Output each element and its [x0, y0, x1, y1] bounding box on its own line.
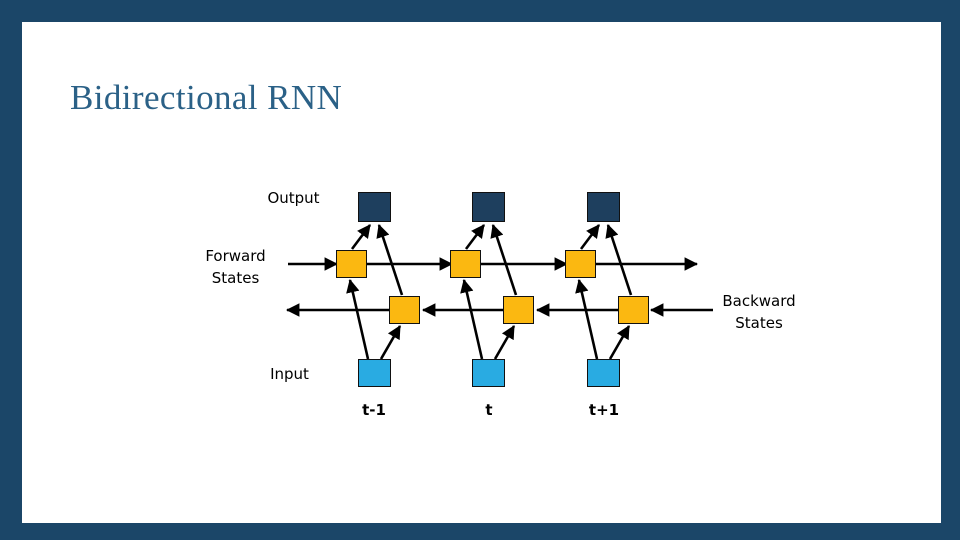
edge-forward-to-output-t-1 [350, 224, 372, 250]
output-node-t-1 [358, 192, 391, 222]
page-title: Bidirectional RNN [70, 78, 343, 117]
edge-backward-to-output-t1 [605, 223, 633, 296]
output-node-t-plus-1 [587, 192, 620, 222]
label-forward-states: Forward States [205, 247, 266, 287]
label-input: Input [270, 365, 309, 383]
label-backward-states: Backward States [722, 292, 796, 332]
edge-input-to-backward-t [493, 325, 516, 360]
edge-backward-to-output-t-1 [376, 223, 404, 296]
edge-forward-to-output-t [464, 224, 486, 250]
edge-input-to-forward-t [460, 278, 484, 360]
input-node-t [472, 359, 505, 387]
backward-state-node-t-plus-1 [618, 296, 649, 324]
input-node-t-plus-1 [587, 359, 620, 387]
edge-forward-to-output-t1 [579, 224, 601, 250]
label-output: Output [267, 189, 320, 207]
edge-input-to-backward-t-1 [379, 325, 402, 360]
edge-input-to-forward-t-1 [346, 278, 370, 360]
slide-canvas [22, 22, 941, 523]
backward-state-node-t-1 [389, 296, 420, 324]
time-step-label-t-minus-1: t-1 [362, 401, 386, 419]
output-node-t [472, 192, 505, 222]
time-step-label-t: t [485, 401, 493, 419]
forward-state-node-t-1 [336, 250, 367, 278]
forward-state-node-t-plus-1 [565, 250, 596, 278]
edge-input-to-backward-t1 [608, 325, 631, 360]
time-step-label-t-plus-1: t+1 [588, 401, 620, 419]
edge-input-to-forward-t1 [575, 278, 599, 360]
edge-backward-to-output-t [490, 223, 518, 296]
forward-state-node-t [450, 250, 481, 278]
backward-state-node-t [503, 296, 534, 324]
input-node-t-1 [358, 359, 391, 387]
